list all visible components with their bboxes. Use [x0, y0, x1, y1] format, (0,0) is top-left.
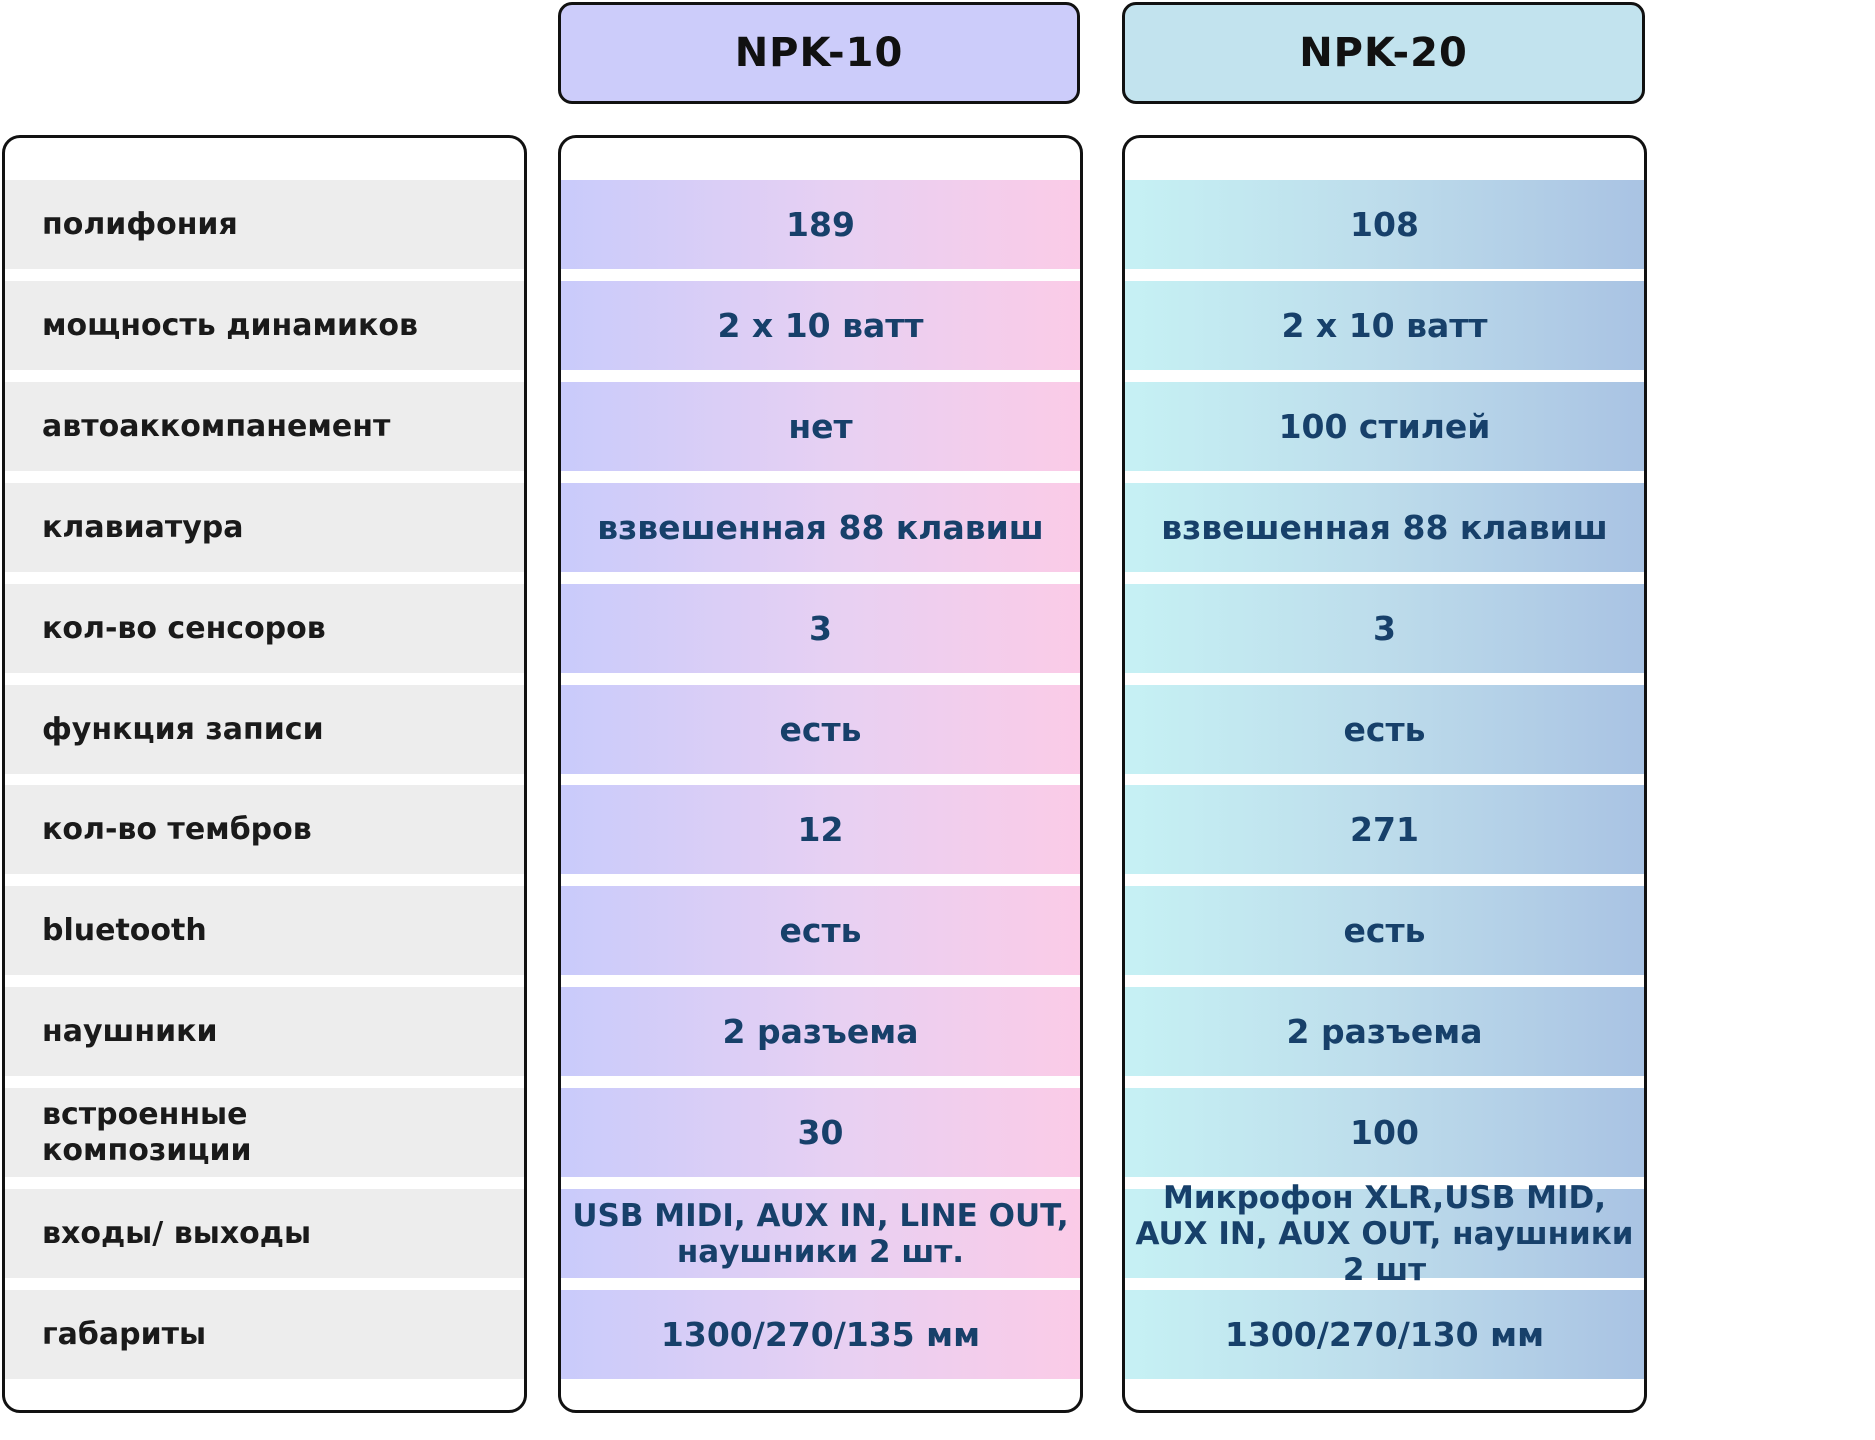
value-text: 2 разъема [1286, 1011, 1483, 1051]
feature-label-built-in-songs: встроенные композиции [5, 1088, 524, 1177]
npk-20-value-auto-accompaniment: 100 стилей [1125, 382, 1644, 471]
feature-label-text: габариты [42, 1316, 207, 1352]
npk-20-value-polyphony: 108 [1125, 180, 1644, 269]
value-text: есть [779, 709, 862, 749]
value-text: 189 [786, 204, 855, 244]
npk-10-value-keyboard: взвешенная 88 клавиш [561, 483, 1080, 572]
feature-label-text: функция записи [42, 711, 324, 747]
feature-label-text: кол-во тембров [42, 811, 312, 847]
feature-label-keyboard: клавиатура [5, 483, 524, 572]
npk-20-value-bluetooth: есть [1125, 886, 1644, 975]
npk-10-value-polyphony: 189 [561, 180, 1080, 269]
column-header-npk-10-label: NPK-10 [734, 30, 904, 76]
feature-label-inputs-outputs: входы/ выходы [5, 1189, 524, 1278]
value-text: есть [1343, 709, 1426, 749]
value-text: есть [1343, 910, 1426, 950]
value-text: 271 [1350, 809, 1419, 849]
npk-10-values-panel: 189 2 x 10 ватт нет взвешенная 88 клавиш… [558, 135, 1083, 1413]
npk-10-value-dimensions: 1300/270/135 мм [561, 1290, 1080, 1379]
feature-label-text: клавиатура [42, 509, 244, 545]
feature-label-text: bluetooth [42, 912, 207, 948]
feature-label-auto-accompaniment: автоаккомпанемент [5, 382, 524, 471]
feature-label-text: наушники [42, 1013, 218, 1049]
npk-10-value-recording: есть [561, 685, 1080, 774]
npk-10-value-speaker-power: 2 x 10 ватт [561, 281, 1080, 370]
feature-label-text: кол-во сенсоров [42, 610, 326, 646]
column-header-npk-10: NPK-10 [558, 2, 1080, 104]
feature-label-recording: функция записи [5, 685, 524, 774]
npk-10-value-sensor-count: 3 [561, 584, 1080, 673]
npk-20-value-keyboard: взвешенная 88 клавиш [1125, 483, 1644, 572]
column-header-npk-20: NPK-20 [1122, 2, 1645, 104]
value-text: 100 стилей [1278, 406, 1491, 446]
value-text: нет [788, 406, 853, 446]
feature-label-headphones: наушники [5, 987, 524, 1076]
value-text: 2 разъема [722, 1011, 919, 1051]
feature-label-text: встроенные композиции [42, 1096, 252, 1168]
feature-label-text: автоаккомпанемент [42, 408, 391, 444]
value-text: 1300/270/135 мм [660, 1314, 981, 1354]
feature-labels-panel: полифония мощность динамиков автоаккомпа… [2, 135, 527, 1413]
value-text: 12 [797, 809, 844, 849]
feature-label-sensor-count: кол-во сенсоров [5, 584, 524, 673]
value-text: 1300/270/130 мм [1224, 1314, 1545, 1354]
npk-20-value-recording: есть [1125, 685, 1644, 774]
npk-20-value-inputs-outputs: Микрофон XLR,USB MID, AUX IN, AUX OUT, н… [1125, 1180, 1644, 1288]
feature-label-bluetooth: bluetooth [5, 886, 524, 975]
npk-20-value-headphones: 2 разъема [1125, 987, 1644, 1076]
npk-10-value-auto-accompaniment: нет [561, 382, 1080, 471]
npk-10-value-bluetooth: есть [561, 886, 1080, 975]
npk-20-values-panel: 108 2 x 10 ватт 100 стилей взвешенная 88… [1122, 135, 1647, 1413]
feature-label-text: входы/ выходы [42, 1215, 312, 1251]
npk-10-value-headphones: 2 разъема [561, 987, 1080, 1076]
column-header-npk-20-label: NPK-20 [1299, 30, 1468, 76]
value-text: 3 [809, 608, 832, 648]
value-text: взвешенная 88 клавиш [597, 507, 1044, 547]
value-text: 108 [1350, 204, 1419, 244]
value-text: USB MIDI, AUX IN, LINE OUT, наушники 2 ш… [572, 1197, 1069, 1270]
feature-label-dimensions: габариты [5, 1290, 524, 1379]
value-text: Микрофон XLR,USB MID, AUX IN, AUX OUT, н… [1135, 1179, 1634, 1288]
npk-20-value-voice-count: 271 [1125, 785, 1644, 874]
npk-10-value-built-in-songs: 30 [561, 1088, 1080, 1177]
value-text: 2 x 10 ватт [717, 305, 924, 345]
feature-label-text: полифония [42, 206, 238, 242]
value-text: взвешенная 88 клавиш [1161, 507, 1608, 547]
value-text: 30 [797, 1112, 844, 1152]
feature-label-voice-count: кол-во тембров [5, 785, 524, 874]
npk-20-value-built-in-songs: 100 [1125, 1088, 1644, 1177]
npk-20-value-dimensions: 1300/270/130 мм [1125, 1290, 1644, 1379]
value-text: 3 [1373, 608, 1396, 648]
npk-20-value-speaker-power: 2 x 10 ватт [1125, 281, 1644, 370]
feature-label-text: мощность динамиков [42, 307, 418, 343]
npk-10-value-inputs-outputs: USB MIDI, AUX IN, LINE OUT, наушники 2 ш… [561, 1189, 1080, 1278]
feature-label-speaker-power: мощность динамиков [5, 281, 524, 370]
feature-label-polyphony: полифония [5, 180, 524, 269]
value-text: 2 x 10 ватт [1281, 305, 1488, 345]
value-text: есть [779, 910, 862, 950]
value-text: 100 [1350, 1112, 1419, 1152]
npk-20-value-sensor-count: 3 [1125, 584, 1644, 673]
npk-10-value-voice-count: 12 [561, 785, 1080, 874]
